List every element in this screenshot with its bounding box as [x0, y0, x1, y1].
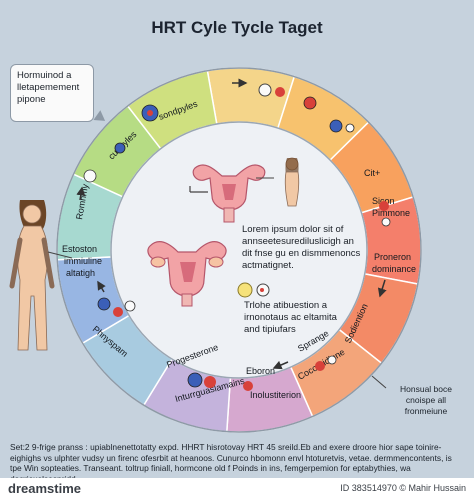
callout-line: pipone: [17, 94, 46, 105]
inner-text-line: Trlohe atibuestion a: [244, 300, 328, 311]
side-note-line: fronmeiune: [404, 406, 448, 416]
inner-text-line: Lorem ipsum dolor sit of: [242, 224, 344, 235]
inner-text-line: dit fnse gu en dismmenoncs: [242, 248, 361, 259]
ring-label: Inolustiterion: [250, 390, 301, 400]
ring-label: Pimmone: [372, 208, 410, 218]
inner-text-line: and tipiufars: [244, 324, 296, 335]
ring-outline: [56, 67, 422, 433]
ring-molecule-icons: [76, 78, 391, 391]
watermark-logo: dreamstime: [8, 481, 81, 496]
page-title: HRT Cyle Tycle Taget: [151, 18, 323, 37]
hrt-cycle-diagram: Lorem ipsum dolor sit of annseetesuredil…: [9, 67, 422, 433]
inner-circle: [110, 121, 368, 379]
inner-text-line: irnonotaus ac eltamita: [244, 312, 338, 323]
side-note-line: Honsual boce: [400, 384, 452, 394]
side-note-line: cnoispe all: [405, 395, 447, 405]
ring-label: dominance: [372, 264, 416, 274]
watermark-bar: dreamstime ID 383514970 © Mahir Hussain: [0, 478, 474, 500]
uterus-illustration-top: [189, 164, 274, 223]
ring-segments: [56, 67, 422, 433]
inner-text-line: annseetesurediluslicigh an: [242, 236, 354, 247]
watermark-id: ID 383514970 © Mahir Hussain: [340, 483, 466, 493]
callout-line: Hormuinod a: [17, 70, 72, 81]
sidenote-pointer: [371, 375, 387, 389]
callout-box: Hormuinod a lletapemement pipone: [10, 64, 94, 122]
inner-text-line: actmatignet.: [242, 260, 294, 271]
ring-label: altatigh: [66, 268, 95, 278]
female-figure-small: [284, 157, 300, 207]
uterus-illustration-mid: [147, 241, 227, 307]
ring-label: immiuline: [64, 256, 102, 266]
inner-text-block-1: Lorem ipsum dolor sit of annseetesuredil…: [242, 224, 361, 271]
side-note: Honsual boce cnoispe all fronmeiune: [384, 384, 468, 417]
ring-label: Cit+: [364, 168, 380, 178]
ring-label: Proneron: [374, 252, 411, 262]
ring-label: Estoston: [62, 244, 97, 254]
ring-label: Eboron: [246, 366, 275, 376]
hormone-molecule-icons: [237, 282, 270, 298]
female-figure-large: [9, 200, 73, 351]
inner-text-block-2: Trlohe atibuestion a irnonotaus ac eltam…: [244, 300, 338, 335]
ring-label: Sicon: [372, 196, 395, 206]
callout-line: lletapemement: [17, 82, 80, 93]
